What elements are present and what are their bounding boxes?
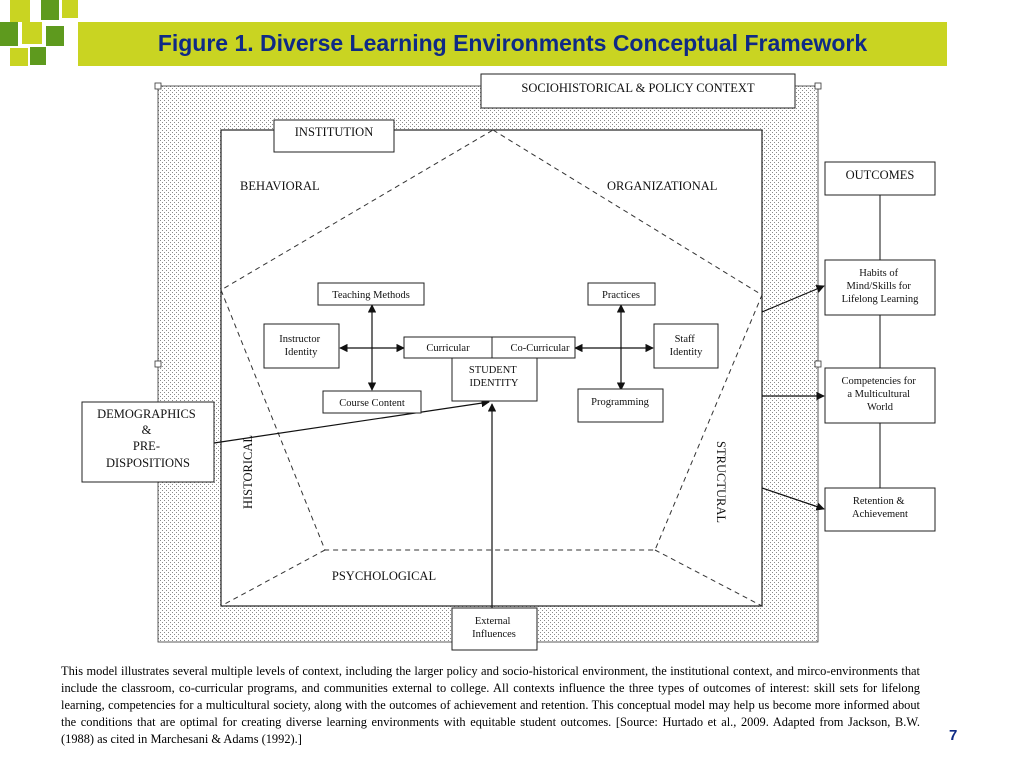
habits-line: Habits of — [859, 268, 898, 279]
selection-handle — [814, 82, 822, 90]
student-identity-label: STUDENT IDENTITY — [469, 365, 519, 389]
corner-connectors — [220, 549, 763, 607]
corner-square — [41, 0, 59, 20]
student-identity-line: STUDENT — [469, 365, 517, 376]
page-number: 7 — [949, 727, 958, 744]
figure-caption: This model illustrates several multiple … — [61, 664, 920, 746]
habits-line: Lifelong Learning — [842, 294, 919, 305]
course-content-box — [322, 390, 422, 414]
outcomes-label: OUTCOMES — [846, 168, 915, 182]
habits-arrow — [761, 285, 825, 313]
psychological-label: PSYCHOLOGICAL — [332, 569, 436, 583]
instructor-identity-label: Instructor Identity — [279, 334, 322, 358]
behavioral-label: BEHAVIORAL — [240, 179, 320, 193]
co-curricular-label: Co-Curricular — [511, 343, 570, 354]
framework-diagram: SOCIOHISTORICAL & POLICY CONTEXT INSTITU… — [81, 73, 936, 651]
demographics-label: DEMOGRAPHICS & PRE- DISPOSITIONS — [97, 407, 199, 470]
practices-label: Practices — [602, 290, 640, 301]
institution-box — [273, 119, 395, 153]
staff-identity-box — [653, 323, 719, 369]
practices-box — [587, 282, 656, 306]
selection-handle — [154, 82, 162, 90]
retention-box — [824, 487, 936, 532]
sociohistorical-context-box — [480, 73, 796, 109]
retention-label: Retention & Achievement — [852, 496, 908, 520]
demographics-line: PRE- — [133, 439, 160, 453]
connector-line — [654, 549, 763, 607]
competencies-box — [824, 367, 936, 424]
selection-handle — [154, 360, 162, 368]
title-bar: Figure 1. Diverse Learning Environments … — [78, 22, 947, 66]
climate-pentagon — [220, 129, 763, 551]
external-influences-label: External Influences — [472, 616, 516, 640]
habits-line: Mind/Skills for — [846, 281, 911, 292]
outcome-arrows — [761, 285, 825, 511]
staff-identity-line: Staff — [675, 334, 696, 345]
curricular-label: Curricular — [426, 343, 470, 354]
demographics-box — [81, 401, 215, 483]
slide-title: Figure 1. Diverse Learning Environments … — [157, 30, 868, 56]
corner-decoration — [0, 0, 78, 66]
habits-box — [824, 259, 936, 316]
corner-square — [46, 26, 64, 46]
course-content-label: Course Content — [339, 398, 405, 409]
external-influences-line: Influences — [472, 629, 516, 640]
corner-square — [22, 22, 42, 44]
demographics-line: DISPOSITIONS — [106, 456, 190, 470]
retention-line: Achievement — [852, 509, 908, 520]
corner-square — [30, 47, 46, 65]
student-identity-box — [451, 357, 538, 402]
sociohistorical-context-label: SOCIOHISTORICAL & POLICY CONTEXT — [521, 81, 755, 95]
habits-label: Habits of Mind/Skills for Lifelong Learn… — [842, 268, 919, 305]
outcomes-box — [824, 161, 936, 196]
external-influences-line: External — [475, 616, 511, 627]
competencies-line: a Multicultural — [847, 389, 910, 400]
demographics-line: & — [142, 423, 152, 437]
staff-identity-line: Identity — [670, 347, 703, 358]
competencies-label: Competencies for a Multicultural World — [842, 376, 919, 413]
instructor-identity-box — [263, 323, 340, 369]
teaching-methods-box — [317, 282, 425, 306]
corner-square — [10, 0, 30, 22]
retention-arrow — [761, 487, 825, 511]
corner-square — [10, 48, 28, 66]
competencies-line: World — [867, 402, 894, 413]
programming-label: Programming — [591, 397, 649, 408]
connector-line — [220, 549, 326, 607]
selection-handle — [814, 360, 822, 368]
inner-arrows — [213, 304, 654, 608]
staff-identity-label: Staff Identity — [670, 334, 703, 358]
corner-square — [0, 22, 18, 46]
demographics-line: DEMOGRAPHICS — [97, 407, 196, 421]
teaching-methods-label: Teaching Methods — [332, 290, 410, 301]
instructor-identity-line: Instructor — [279, 334, 320, 345]
demographics-student-arrow — [213, 398, 490, 444]
instructor-identity-line: Identity — [285, 347, 318, 358]
student-identity-line: IDENTITY — [470, 378, 519, 389]
organizational-label: ORGANIZATIONAL — [607, 179, 717, 193]
structural-label: STRUCTURAL — [714, 441, 728, 523]
historical-label: HISTORICAL — [241, 435, 255, 509]
institution-label: INSTITUTION — [295, 125, 373, 139]
external-influences-box — [451, 607, 538, 651]
retention-line: Retention & — [853, 496, 905, 507]
competencies-line: Competencies for — [842, 376, 917, 387]
programming-box — [577, 388, 664, 423]
corner-square — [62, 0, 78, 18]
